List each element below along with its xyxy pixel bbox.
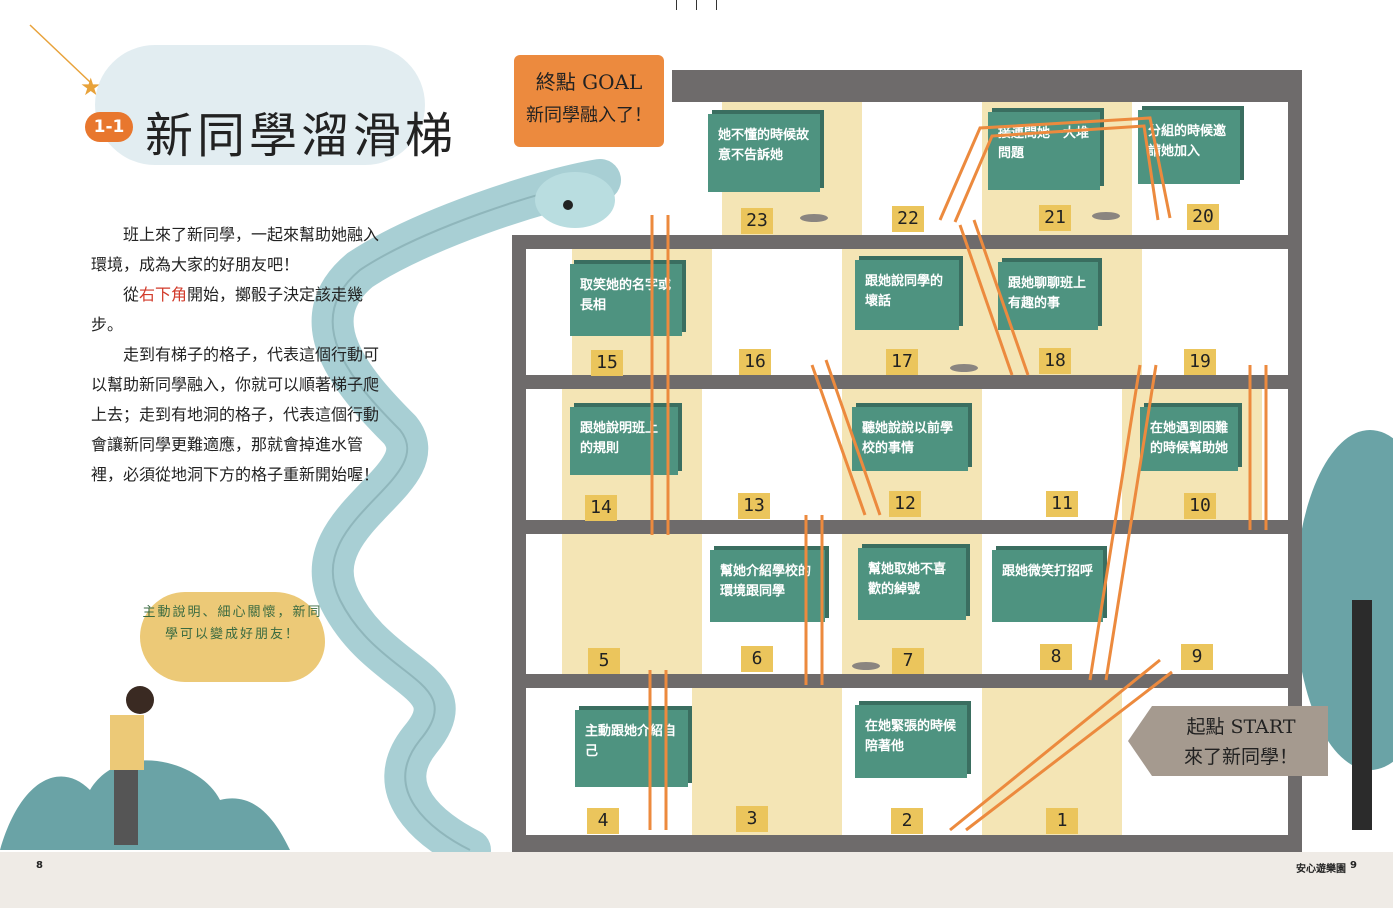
- speech-bubble: 主動說明、細心關懷，新同學可以變成好朋友！: [140, 592, 325, 682]
- ladder: [949, 658, 1173, 832]
- star-trail: [29, 24, 91, 83]
- hole: [1092, 212, 1120, 220]
- right-wall: [1288, 70, 1302, 852]
- cell-9: 9: [1181, 644, 1213, 670]
- trim-mark: [676, 0, 677, 10]
- trim-mark: [716, 0, 717, 10]
- text: 開始，擲骰子決定該走幾步。: [91, 285, 364, 334]
- cell-15: 15: [591, 350, 623, 376]
- hole: [852, 662, 880, 670]
- trim-mark: [696, 0, 697, 10]
- section-badge: 1-1: [85, 112, 133, 142]
- start-subtitle: 來了新同學！: [1183, 746, 1298, 768]
- cell-23: 23: [741, 208, 773, 234]
- left-page-number: 8: [36, 860, 43, 871]
- ladder: [958, 219, 1030, 376]
- ladder: [648, 670, 668, 830]
- tree-trunk: [1352, 600, 1372, 830]
- cell-20: 20: [1187, 204, 1219, 230]
- cell-21: 21: [1039, 205, 1071, 231]
- page-title: 新同學溜滑梯: [145, 108, 458, 164]
- teacher-legs: [114, 770, 138, 845]
- title-cloud: [95, 45, 425, 165]
- cell-17: 17: [886, 349, 918, 375]
- board-14: 跟她說明班上的規則: [570, 407, 678, 475]
- cell-18: 18: [1039, 348, 1071, 374]
- cell-3: 3: [736, 806, 768, 832]
- roof: [672, 70, 1302, 102]
- cell-22: 22: [892, 206, 924, 232]
- cell-16: 16: [739, 349, 771, 375]
- cell-7: 7: [892, 648, 924, 674]
- floor-slab: [512, 375, 1302, 389]
- bush: [0, 760, 290, 850]
- cell-13: 13: [738, 493, 770, 519]
- cell-11: 11: [1046, 491, 1078, 517]
- slide-eye: [563, 200, 573, 210]
- start-label: 起點 START: [1186, 716, 1296, 738]
- hole: [800, 214, 828, 222]
- intro-paragraph-2: 從右下角開始，擲骰子決定該走幾步。: [91, 280, 381, 340]
- board-18: 跟她聊聊班上有趣的事: [998, 262, 1098, 330]
- right-page-number: 9: [1350, 860, 1357, 871]
- board-4: 主動跟她介紹自己: [575, 710, 688, 787]
- ladder: [804, 515, 824, 685]
- ladder-bridge: [938, 116, 1172, 223]
- text: 從: [123, 285, 140, 304]
- intro-paragraph-3: 走到有梯子的格子，代表這個行動可以幫助新同學融入，你就可以順著梯子爬上去；走到有…: [91, 345, 380, 484]
- page-footer: 8 安心遊樂園 9: [0, 852, 1393, 908]
- goal-sign: 終點 GOAL 新同學融入了！: [514, 55, 664, 147]
- cell-10: 10: [1184, 493, 1216, 519]
- left-wall: [512, 235, 526, 835]
- board-15: 取笑她的名字或長相: [570, 264, 682, 336]
- cell-19: 19: [1184, 349, 1216, 375]
- board-23: 她不懂的時候故意不告訴她: [708, 114, 820, 192]
- wall-panel: [562, 534, 702, 674]
- board-10: 在她遇到困難的時候幫助她: [1140, 407, 1238, 471]
- teacher-body: [110, 715, 144, 770]
- board-7: 幫她取她不喜歡的綽號: [858, 548, 966, 620]
- goal-label: 終點 GOAL: [535, 70, 643, 94]
- floor-slab: [512, 520, 1302, 534]
- teacher-head: [126, 686, 154, 714]
- highlight-text: 右下角: [139, 285, 188, 304]
- slide-edge: [331, 179, 601, 851]
- board-8: 跟她微笑打招呼: [992, 550, 1103, 622]
- cell-8: 8: [1040, 644, 1072, 670]
- start-sign: 起點 START 來了新同學！: [1128, 706, 1328, 776]
- floor-slab: [512, 674, 1302, 688]
- board-17: 跟她說同學的壞話: [855, 260, 959, 330]
- goal-subtitle: 新同學融入了！: [526, 105, 652, 126]
- board-12: 聽她說說以前學校的事情: [852, 407, 968, 471]
- cell-6: 6: [741, 646, 773, 672]
- floor-slab: [512, 235, 1302, 249]
- slide-head: [535, 172, 615, 228]
- intro-paragraph-1: 班上來了新同學，一起來幫助她融入環境，成為大家的好朋友吧！: [91, 225, 380, 274]
- cell-5: 5: [588, 648, 620, 674]
- ladder: [810, 359, 882, 516]
- ladder: [650, 215, 670, 535]
- board-2: 在她緊張的時候陪著他: [855, 705, 967, 778]
- ladder: [1088, 364, 1158, 681]
- hole: [950, 364, 978, 372]
- cell-4: 4: [587, 808, 619, 834]
- cell-12: 12: [889, 491, 921, 517]
- cell-1: 1: [1046, 808, 1078, 834]
- cell-2: 2: [891, 808, 923, 834]
- ground-slab: [512, 835, 1302, 852]
- cell-14: 14: [585, 495, 617, 521]
- ladder: [1248, 365, 1268, 530]
- section-label: 安心遊樂園: [1296, 864, 1346, 875]
- intro-text: 班上來了新同學，一起來幫助她融入環境，成為大家的好朋友吧！ 從右下角開始，擲骰子…: [91, 220, 381, 490]
